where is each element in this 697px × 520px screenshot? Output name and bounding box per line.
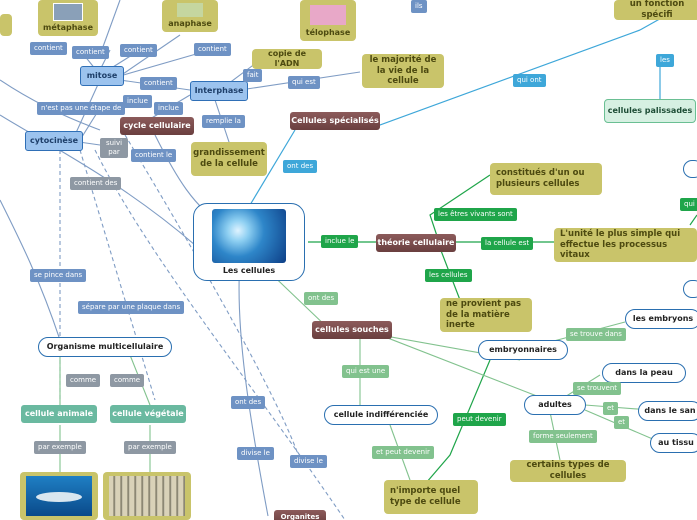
label-comme[interactable]: comme xyxy=(66,374,101,387)
label-contient[interactable]: contient xyxy=(194,43,231,56)
node-vegetal-image[interactable] xyxy=(103,472,191,520)
label-les[interactable]: les xyxy=(656,54,674,67)
node-cycle-cellulaire[interactable]: cycle cellulaire xyxy=(120,117,194,135)
label-comme[interactable]: comme xyxy=(110,374,145,387)
label-ont-des[interactable]: ont des xyxy=(283,160,318,173)
label-remplie-la[interactable]: remplie la xyxy=(202,115,245,128)
shark-image-icon xyxy=(26,476,92,516)
label-forme-seulement[interactable]: forme seulement xyxy=(529,430,597,443)
label-inclue-le[interactable]: inclue le xyxy=(321,235,359,248)
node-unite-simple[interactable]: L'unité le plus simple qui effectue les … xyxy=(554,228,697,262)
label-et[interactable]: et xyxy=(614,416,630,429)
label-inclue[interactable]: inclue xyxy=(154,102,183,115)
node-anaphase[interactable]: anaphase xyxy=(162,0,218,32)
label-contient[interactable]: contient xyxy=(72,46,109,59)
label-et[interactable]: et xyxy=(603,402,619,415)
label-qui[interactable]: qui xyxy=(680,198,697,211)
label-inclue[interactable]: inclue xyxy=(123,95,152,108)
plant-cells-image-icon xyxy=(109,476,185,516)
node-constitues[interactable]: constitués d'un ou plusieurs cellules xyxy=(490,163,602,195)
node-les-cellules[interactable]: Les cellules xyxy=(193,203,305,281)
label-contient[interactable]: contient xyxy=(140,77,177,90)
label-contient[interactable]: contient xyxy=(120,44,157,57)
node-adultes[interactable]: adultes xyxy=(524,395,586,415)
node-fonction-specifique[interactable]: un fonction spécifi xyxy=(614,0,697,20)
label-par-exemple[interactable]: par exemple xyxy=(34,441,86,454)
node-nimporte-quel[interactable]: n'importe quel type de cellule xyxy=(384,480,478,514)
label-divise-le[interactable]: divise le xyxy=(237,447,274,460)
label-qui-est[interactable]: qui est xyxy=(288,76,320,89)
node-cellules-specialises[interactable]: Cellules spécialisés xyxy=(290,112,380,130)
label-se-pince-dans[interactable]: se pince dans xyxy=(30,269,87,282)
node-dans-la-peau[interactable]: dans la peau xyxy=(602,363,686,383)
node-mitose[interactable]: mitose xyxy=(80,66,124,86)
label-la-cellule-est[interactable]: la cellule est xyxy=(481,237,534,250)
node-embryonnaires[interactable]: embryonnaires xyxy=(478,340,568,360)
node-offscreen-left[interactable] xyxy=(0,14,12,36)
node-copie-adn[interactable]: copie de l'ADN xyxy=(252,49,322,69)
label-suivi-par[interactable]: suivi par xyxy=(100,138,128,158)
metaphase-image-icon xyxy=(53,3,83,21)
telophase-image-icon xyxy=(310,5,346,25)
label-contient-des[interactable]: contient des xyxy=(70,177,122,190)
node-dans-le-sang[interactable]: dans le san xyxy=(638,401,697,421)
node-animal-image[interactable] xyxy=(20,472,98,520)
node-metaphase[interactable]: métaphase xyxy=(38,0,98,36)
label-contient[interactable]: contient xyxy=(30,42,67,55)
node-cellules-palissades[interactable]: cellules palissades xyxy=(604,99,696,123)
label-nest-pas-etape[interactable]: n'est pas une étape de xyxy=(37,102,126,115)
node-au-tissu[interactable]: au tissu xyxy=(650,433,697,453)
node-cellules-souches[interactable]: cellules souches xyxy=(312,321,392,339)
node-organites[interactable]: Organites xyxy=(274,510,326,520)
node-cellule-indifferenciee[interactable]: cellule indifférenciée xyxy=(324,405,438,425)
node-cellule-animale[interactable]: cellule animale xyxy=(21,405,97,423)
node-organisme-multicellulaire[interactable]: Organisme multicellulaire xyxy=(38,337,172,357)
label-separe-par-plaque[interactable]: sépare par une plaque dans xyxy=(78,301,185,314)
label-les-cellules[interactable]: les cellules xyxy=(425,269,472,282)
node-theorie-cellulaire[interactable]: théorie cellulaire xyxy=(376,234,456,252)
anaphase-image-icon xyxy=(177,3,203,17)
node-offscreen-right-2[interactable] xyxy=(683,280,697,298)
node-cellule-vegetale[interactable]: cellule végétale xyxy=(110,405,186,423)
label-se-trouvent[interactable]: se trouvent xyxy=(573,382,621,395)
label-se-trouve-dans[interactable]: se trouve dans xyxy=(566,328,626,341)
node-matiere-inerte[interactable]: ne provient pas de la matière inerte xyxy=(440,298,532,332)
node-certains-types[interactable]: certains types de cellules xyxy=(510,460,626,482)
label-ont-des[interactable]: ont des xyxy=(304,292,339,305)
node-grandissement[interactable]: grandissement de la cellule xyxy=(191,142,267,176)
node-telophase[interactable]: télophase xyxy=(300,0,356,41)
node-majorite-vie[interactable]: le majorité de la vie de la cellule xyxy=(362,54,444,88)
label-fait[interactable]: fait xyxy=(243,69,263,82)
label-divise-le[interactable]: divise le xyxy=(290,455,327,468)
node-offscreen-right-1[interactable] xyxy=(683,160,697,178)
label-qui-est-une[interactable]: qui est une xyxy=(342,365,390,378)
label-par-exemple[interactable]: par exemple xyxy=(124,441,176,454)
node-les-embryons[interactable]: les embryons xyxy=(625,309,697,329)
label-ils[interactable]: ils xyxy=(411,0,427,13)
node-cytocinese[interactable]: cytocinèse xyxy=(25,131,83,151)
label-et-peut-devenir[interactable]: et peut devenir xyxy=(372,446,434,459)
label-les-etres-vivants[interactable]: les êtres vivants sont xyxy=(434,208,517,221)
node-interphase[interactable]: Interphase xyxy=(190,81,248,101)
cells-image-icon xyxy=(212,208,286,263)
label-contient-le[interactable]: contient le xyxy=(131,149,177,162)
label-peut-devenir[interactable]: peut devenir xyxy=(453,413,506,426)
label-qui-ont[interactable]: qui ont xyxy=(513,74,546,87)
label-ont-des[interactable]: ont des xyxy=(231,396,266,409)
